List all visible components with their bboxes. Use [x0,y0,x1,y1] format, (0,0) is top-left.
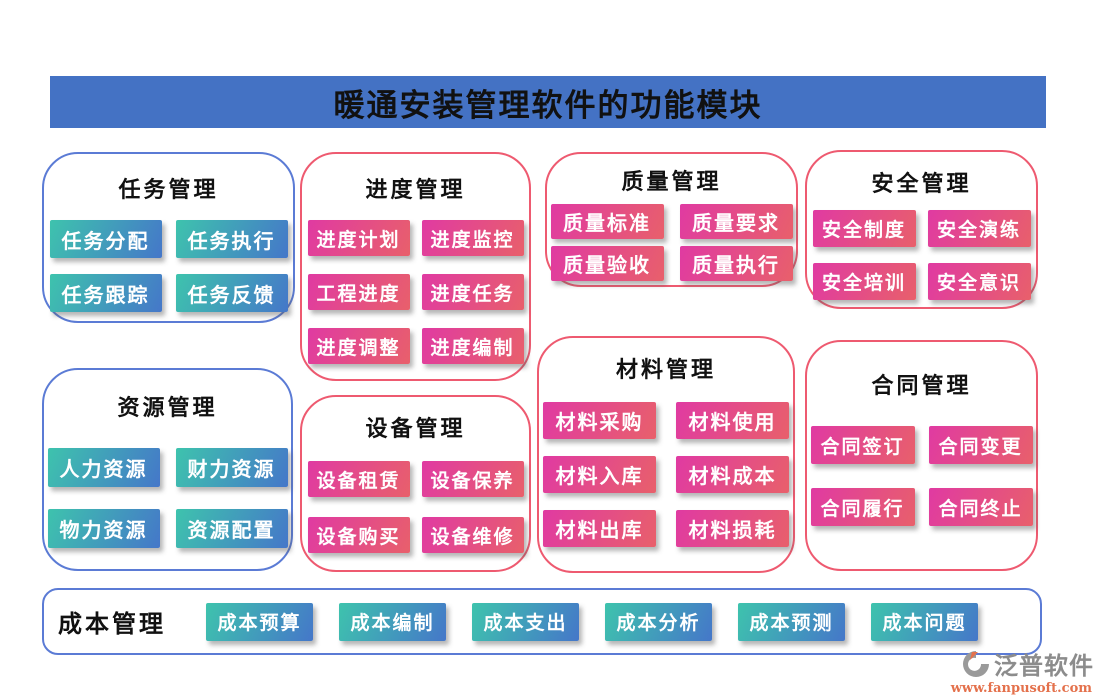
module-button[interactable]: 任务跟踪 [49,274,162,312]
module-contract-management: 合同管理 合同签订合同变更合同履行合同终止 [805,340,1038,571]
module-button[interactable]: 材料采购 [543,402,656,439]
module-button[interactable]: 成本预测 [738,602,845,641]
module-title-safety: 安全管理 [871,171,972,197]
brand-url: www.fanpusoft.com [950,681,1092,696]
page-title: 暖通安装管理软件的功能模块 [333,87,763,124]
module-resource-management: 资源管理 人力资源财力资源物力资源资源配置 [42,368,293,571]
module-button[interactable]: 进度调整 [307,328,410,364]
cost-bar-title: 成本管理 [58,609,166,638]
module-title-quality: 质量管理 [621,169,722,195]
module-button[interactable]: 资源配置 [175,509,288,548]
module-button[interactable]: 物力资源 [47,509,160,548]
module-button[interactable]: 任务分配 [49,220,162,258]
module-button[interactable]: 人力资源 [47,448,160,487]
module-button[interactable]: 设备租赁 [307,461,410,497]
brand-name: 泛普软件 [994,651,1094,680]
module-button[interactable]: 质量验收 [550,246,664,281]
cost-bar-buttons: 成本预算成本编制成本支出成本分析成本预测成本问题 [206,602,978,641]
module-safety-management: 安全管理 安全制度安全演练安全培训安全意识 [805,150,1038,309]
title-banner: 暖通安装管理软件的功能模块 [50,76,1046,128]
module-buttons-resource: 人力资源财力资源物力资源资源配置 [47,448,288,548]
module-buttons-equipment: 设备租赁设备保养设备购买设备维修 [307,461,524,553]
module-button[interactable]: 进度任务 [421,274,524,310]
module-button[interactable]: 成本分析 [605,602,712,641]
module-buttons-contract: 合同签订合同变更合同履行合同终止 [810,426,1033,526]
module-task-management: 任务管理 任务分配任务执行任务跟踪任务反馈 [42,152,295,323]
module-button[interactable]: 安全意识 [927,263,1031,300]
module-button[interactable]: 成本支出 [472,602,579,641]
module-button[interactable]: 财力资源 [175,448,288,487]
module-title-material: 材料管理 [615,357,716,383]
module-button[interactable]: 进度监控 [421,220,524,256]
cost-management-bar: 成本管理 成本预算成本编制成本支出成本分析成本预测成本问题 [42,588,1042,655]
module-button[interactable]: 成本问题 [871,602,978,641]
module-quality-management: 质量管理 质量标准质量要求质量验收质量执行 [545,152,798,287]
module-button[interactable]: 质量执行 [679,246,793,281]
module-button[interactable]: 材料损耗 [676,510,789,547]
module-button[interactable]: 合同履行 [810,488,915,526]
module-button[interactable]: 安全培训 [812,263,916,300]
module-button[interactable]: 成本预算 [206,602,313,641]
module-button[interactable]: 设备购买 [307,517,410,553]
module-title-resource: 资源管理 [117,395,218,421]
module-title-task: 任务管理 [118,177,219,203]
module-button[interactable]: 质量标准 [550,204,664,239]
module-buttons-task: 任务分配任务执行任务跟踪任务反馈 [49,220,288,312]
module-button[interactable]: 设备维修 [421,517,524,553]
fanpu-logo: 泛普软件 www.fanpusoft.com [934,646,1094,696]
module-buttons-quality: 质量标准质量要求质量验收质量执行 [550,204,793,281]
module-button[interactable]: 安全制度 [812,210,916,247]
module-button[interactable]: 任务反馈 [175,274,288,312]
module-button[interactable]: 工程进度 [307,274,410,310]
module-progress-management: 进度管理 进度计划进度监控工程进度进度任务进度调整进度编制 [300,152,531,381]
module-title-contract: 合同管理 [871,373,972,399]
module-button[interactable]: 设备保养 [421,461,524,497]
module-button[interactable]: 材料使用 [676,402,789,439]
module-button[interactable]: 合同签订 [810,426,915,464]
module-buttons-safety: 安全制度安全演练安全培训安全意识 [812,210,1031,300]
module-button[interactable]: 任务执行 [175,220,288,258]
module-buttons-material: 材料采购材料使用材料入库材料成本材料出库材料损耗 [543,402,789,547]
module-equipment-management: 设备管理 设备租赁设备保养设备购买设备维修 [300,395,531,572]
module-button[interactable]: 材料出库 [543,510,656,547]
module-button[interactable]: 材料入库 [543,456,656,493]
module-button[interactable]: 合同终止 [928,488,1033,526]
module-buttons-progress: 进度计划进度监控工程进度进度任务进度调整进度编制 [307,220,524,364]
fanpu-logo-icon [962,650,990,678]
module-title-equipment: 设备管理 [365,416,466,442]
module-button[interactable]: 质量要求 [679,204,793,239]
module-button[interactable]: 安全演练 [927,210,1031,247]
module-material-management: 材料管理 材料采购材料使用材料入库材料成本材料出库材料损耗 [537,336,795,573]
module-title-progress: 进度管理 [365,177,466,203]
module-button[interactable]: 成本编制 [339,602,446,641]
module-button[interactable]: 进度计划 [307,220,410,256]
module-button[interactable]: 材料成本 [676,456,789,493]
module-button[interactable]: 合同变更 [928,426,1033,464]
module-button[interactable]: 进度编制 [421,328,524,364]
